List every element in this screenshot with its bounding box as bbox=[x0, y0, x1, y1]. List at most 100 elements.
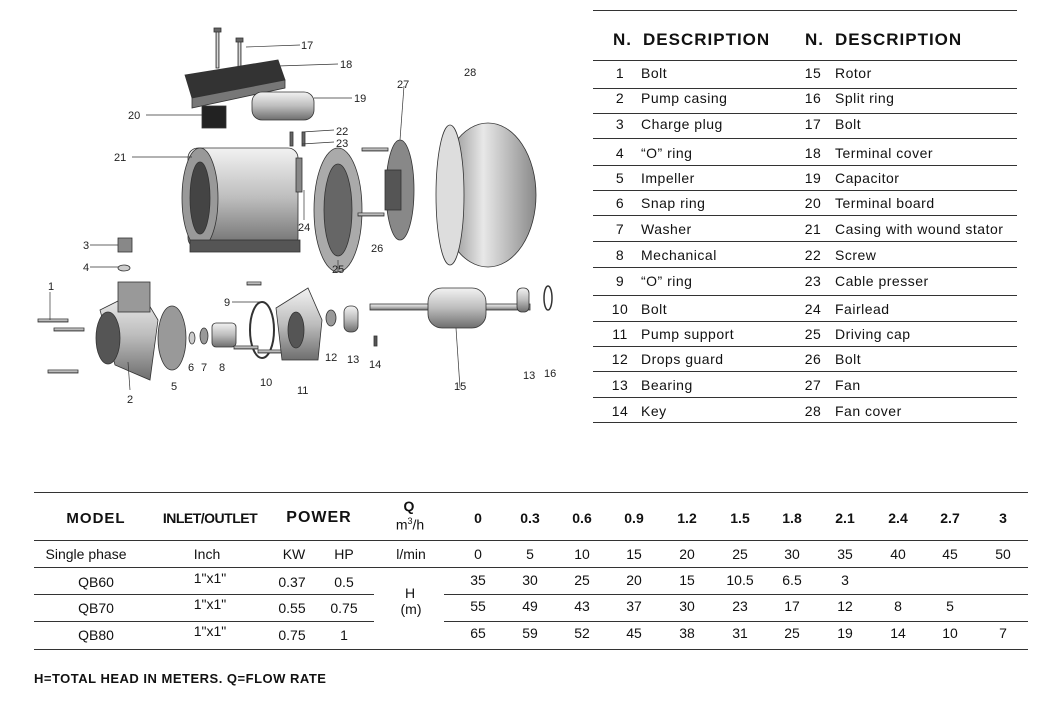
inlet-outlet-size: 1"x1" bbox=[193, 623, 227, 639]
q-value: 2.1 bbox=[835, 510, 855, 526]
head-value: 31 bbox=[732, 625, 748, 641]
row-rule bbox=[34, 594, 374, 595]
callout-19: 19 bbox=[354, 93, 366, 105]
h-unit: (m) bbox=[400, 601, 422, 617]
part-description: Fan bbox=[835, 377, 861, 393]
part-number: 20 bbox=[804, 195, 822, 211]
head-value: 20 bbox=[626, 572, 642, 588]
model-name: QB60 bbox=[78, 574, 114, 590]
head-value: 35 bbox=[470, 572, 486, 588]
lmin-value: 35 bbox=[837, 546, 853, 562]
callout-8: 8 bbox=[219, 362, 225, 374]
lmin-value: 25 bbox=[732, 546, 748, 562]
lmin-value: 30 bbox=[784, 546, 800, 562]
head-value: 15 bbox=[679, 572, 695, 588]
part-number: 5 bbox=[615, 170, 625, 186]
model-name: QB70 bbox=[78, 600, 114, 616]
callout-13b: 13 bbox=[523, 370, 535, 382]
q-value: 1.2 bbox=[677, 510, 697, 526]
head-value: 55 bbox=[470, 598, 486, 614]
row-rule bbox=[593, 215, 1017, 216]
part-number: 10 bbox=[611, 301, 629, 317]
part-description: Rotor bbox=[835, 65, 872, 81]
row-rule bbox=[593, 138, 1017, 139]
callout-15: 15 bbox=[454, 381, 466, 393]
part-description: Fairlead bbox=[835, 301, 890, 317]
power-kw: 0.75 bbox=[278, 627, 306, 643]
part-number: 19 bbox=[804, 170, 822, 186]
part-description: Charge plug bbox=[641, 116, 723, 132]
part-number: 13 bbox=[611, 377, 629, 393]
part-description: Terminal cover bbox=[835, 145, 934, 161]
spec-header-rule bbox=[34, 540, 1028, 541]
part-number: 7 bbox=[615, 221, 625, 237]
part-description: Capacitor bbox=[835, 170, 900, 186]
power-kw: 0.55 bbox=[278, 600, 306, 616]
head-value: 14 bbox=[890, 625, 906, 641]
callout-21: 21 bbox=[114, 152, 126, 164]
callout-10: 10 bbox=[260, 377, 272, 389]
part-number: 2 bbox=[615, 90, 625, 106]
callout-25: 25 bbox=[332, 264, 344, 276]
part-number: 28 bbox=[804, 403, 822, 419]
head-value: 38 bbox=[679, 625, 695, 641]
q-value: 3 bbox=[999, 510, 1007, 526]
inlet-outlet-size: 1"x1" bbox=[193, 596, 227, 612]
performance-table: MODEL INLET/OUTLET POWER Q m3/h Single p… bbox=[34, 492, 1028, 652]
exploded-pump-diagram: 1 2 3 4 5 6 7 8 9 10 11 12 13 14 15 13 1… bbox=[37, 27, 556, 406]
part-description: Key bbox=[641, 403, 667, 419]
h-label: H bbox=[404, 585, 416, 601]
part-description: Fan cover bbox=[835, 403, 902, 419]
lmin-value: 20 bbox=[679, 546, 695, 562]
part-number: 12 bbox=[611, 351, 629, 367]
pump-parts bbox=[37, 27, 553, 381]
row-rule bbox=[593, 371, 1017, 372]
kw-label: KW bbox=[282, 546, 306, 562]
row-rule bbox=[593, 113, 1017, 114]
part-number: 18 bbox=[804, 145, 822, 161]
callout-16: 16 bbox=[544, 368, 556, 380]
head-value: 10 bbox=[942, 625, 958, 641]
callout-24: 24 bbox=[298, 222, 310, 234]
callout-28: 28 bbox=[464, 67, 476, 79]
header-rule bbox=[593, 60, 1017, 61]
part-description: Bolt bbox=[641, 301, 668, 317]
callout-2: 2 bbox=[127, 394, 133, 406]
part-description: Casing with wound stator bbox=[835, 221, 1004, 237]
callout-17: 17 bbox=[301, 40, 313, 52]
part-description: Washer bbox=[641, 221, 692, 237]
part-description: Split ring bbox=[835, 90, 895, 106]
inch-label: Inch bbox=[193, 546, 221, 562]
head-value: 12 bbox=[837, 598, 853, 614]
inlet-outlet-size: 1"x1" bbox=[193, 570, 227, 586]
callout-numbers: 1 2 3 4 5 6 7 8 9 10 11 12 13 14 15 13 1… bbox=[48, 40, 556, 406]
q-header: Q bbox=[403, 498, 415, 514]
part-number: 8 bbox=[615, 247, 625, 263]
row-rule bbox=[593, 165, 1017, 166]
header-n-left: N. bbox=[613, 30, 632, 49]
model-header: MODEL bbox=[66, 510, 126, 527]
callout-23: 23 bbox=[336, 138, 348, 150]
head-value: 7 bbox=[999, 625, 1007, 641]
callout-20: 20 bbox=[128, 110, 140, 122]
row-rule bbox=[593, 321, 1017, 322]
callout-6: 6 bbox=[188, 362, 194, 374]
single-phase-label: Single phase bbox=[45, 546, 127, 562]
callout-1: 1 bbox=[48, 281, 54, 293]
part-number: 16 bbox=[804, 90, 822, 106]
row-rule bbox=[444, 594, 1028, 595]
part-number: 11 bbox=[612, 326, 628, 342]
head-value: 30 bbox=[679, 598, 695, 614]
row-rule bbox=[593, 422, 1017, 423]
head-value: 43 bbox=[574, 598, 590, 614]
part-number: 3 bbox=[615, 116, 625, 132]
callout-5: 5 bbox=[171, 381, 177, 393]
lmin-label: l/min bbox=[396, 546, 426, 562]
part-description: Pump casing bbox=[641, 90, 728, 106]
callout-4: 4 bbox=[83, 262, 89, 274]
head-value: 45 bbox=[626, 625, 642, 641]
head-value: 25 bbox=[574, 572, 590, 588]
row-rule bbox=[593, 295, 1017, 296]
part-description: Bolt bbox=[641, 65, 668, 81]
part-description: Snap ring bbox=[641, 195, 706, 211]
